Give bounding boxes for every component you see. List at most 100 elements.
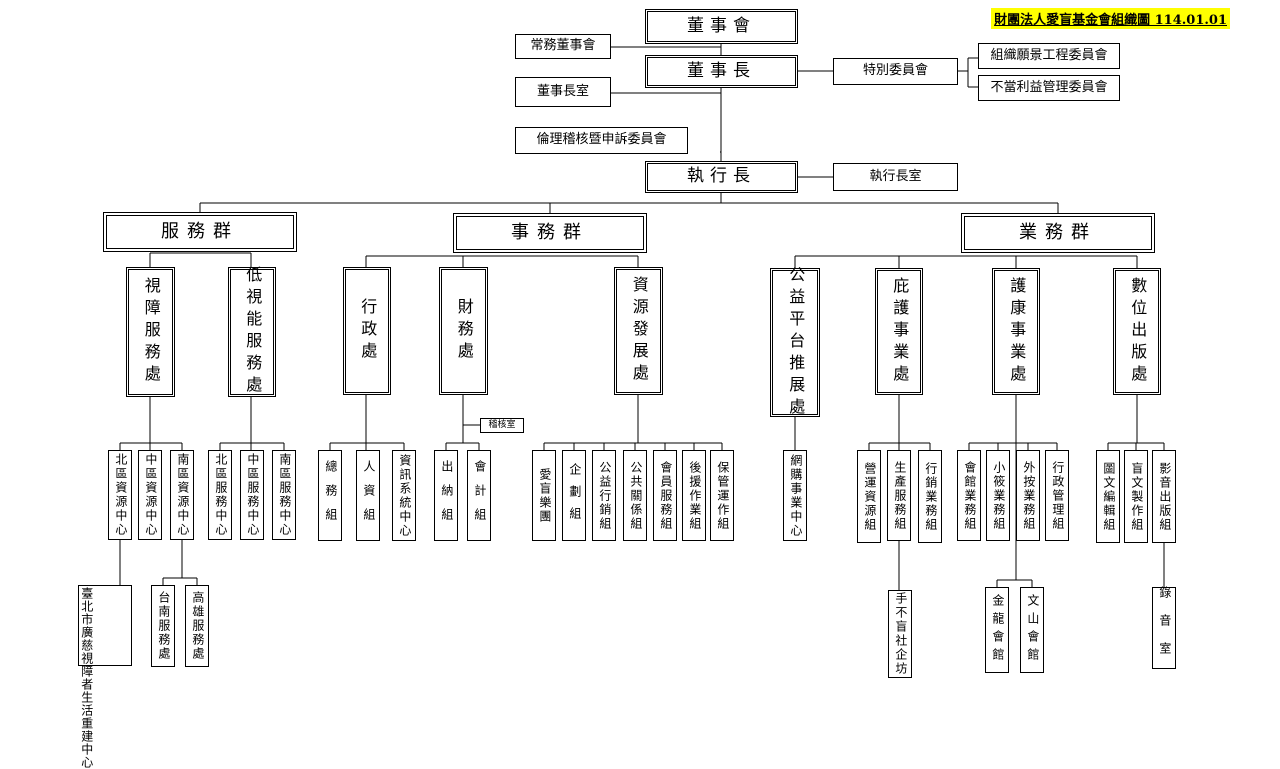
unit-jinlong-hall: 金龍會館 xyxy=(985,587,1009,673)
dept-admin: 行政處 xyxy=(343,267,391,395)
unit-charity-marketing: 公益行銷組 xyxy=(592,450,616,541)
unit-operation-resource: 營運資源組 xyxy=(857,450,881,543)
dept-visually-impaired: 視障服務處 xyxy=(126,267,175,397)
unit-online-shopping: 網購事業中心 xyxy=(783,450,807,541)
unit-label: 愛盲樂團 xyxy=(537,467,552,524)
unit-member-service: 會員服務組 xyxy=(653,450,677,541)
unit-kaohsiung-office: 高雄服務處 xyxy=(185,585,209,667)
dept-public-platform: 公益平台推展處 xyxy=(770,265,820,420)
special-committee-box: 特別委員會 xyxy=(833,58,958,85)
dept-label: 庇護事業處 xyxy=(890,276,910,387)
unit-label: 中區服務中心 xyxy=(245,453,260,537)
unit-cashier: 出納組 xyxy=(434,450,458,541)
affairs-group-box: 事務群 xyxy=(453,213,647,253)
dept-resource-development: 資源發展處 xyxy=(614,267,663,395)
unit-label: 外按業務組 xyxy=(1021,460,1036,531)
dept-label: 視障服務處 xyxy=(141,277,161,387)
unit-vi-north: 北區資源中心 xyxy=(108,450,132,540)
unit-label: 南區服務中心 xyxy=(277,453,292,537)
dept-finance: 財務處 xyxy=(439,267,488,395)
unit-label: 手不盲社企坊 xyxy=(893,592,908,676)
dept-label: 公益平台推展處 xyxy=(786,265,806,420)
unit-label: 影音出版組 xyxy=(1157,461,1172,532)
standing-board-box: 常務董事會 xyxy=(515,34,611,59)
unit-label: 文山會館 xyxy=(1025,594,1040,666)
unit-admin-management: 行政管理組 xyxy=(1045,450,1069,541)
unit-lv-south: 南區服務中心 xyxy=(272,450,296,540)
unit-planning: 企劃組 xyxy=(562,450,586,541)
unit-label: 會館業務組 xyxy=(962,460,977,531)
unit-accounting: 會計組 xyxy=(467,450,491,541)
unit-graphic-editing: 圖文編輯組 xyxy=(1096,450,1120,543)
unit-label: 金龍會館 xyxy=(990,594,1005,666)
unit-label: 出納組 xyxy=(439,459,454,532)
unit-label: 網購事業中心 xyxy=(788,453,803,538)
unit-label: 中區資源中心 xyxy=(143,453,158,537)
unit-lv-north: 北區服務中心 xyxy=(208,450,232,540)
unit-vi-central: 中區資源中心 xyxy=(138,450,162,540)
chairman-box: 董事長 xyxy=(645,55,798,88)
audit-office-box: 稽核室 xyxy=(480,418,524,433)
dept-sheltered-business: 庇護事業處 xyxy=(875,268,923,395)
unit-lv-central: 中區服務中心 xyxy=(240,450,264,540)
unit-vi-south: 南區資源中心 xyxy=(170,450,194,540)
unit-taipei-guangci-center: 臺北市廣慈視障者生活重建中心 xyxy=(78,585,132,769)
dept-label: 資源發展處 xyxy=(629,276,649,386)
board-box: 董事會 xyxy=(645,9,798,44)
unit-production-service: 生產服務組 xyxy=(887,450,911,541)
ceo-box: 執行長 xyxy=(645,161,798,193)
unit-hr: 人資組 xyxy=(356,450,380,541)
unit-label: 保管運作組 xyxy=(715,460,730,531)
dept-digital-publishing: 數位出版處 xyxy=(1113,268,1161,395)
dept-label: 行政處 xyxy=(358,298,378,364)
unit-label: 臺北市廣慈視障者生活重建中心 xyxy=(79,586,94,769)
unit-label: 錄音室 xyxy=(1157,586,1172,670)
dept-label: 數位出版處 xyxy=(1128,276,1148,387)
unit-sales: 行銷業務組 xyxy=(918,450,942,543)
unit-it-center: 資訊系統中心 xyxy=(392,450,416,541)
unit-label: 總務組 xyxy=(323,459,338,532)
unit-label: 行銷業務組 xyxy=(923,461,938,532)
unit-general-affairs: 總務組 xyxy=(318,450,342,541)
unit-label: 台南服務處 xyxy=(156,591,171,661)
unit-label: 會計組 xyxy=(472,459,487,532)
unit-label: 公益行銷組 xyxy=(597,460,612,531)
unit-label: 會員服務組 xyxy=(658,460,673,531)
unit-braille-production: 盲文製作組 xyxy=(1124,450,1148,543)
unit-label: 南區資源中心 xyxy=(175,453,190,537)
unit-label: 北區服務中心 xyxy=(213,453,228,537)
dept-label: 護康事業處 xyxy=(1007,276,1027,387)
unit-band: 愛盲樂團 xyxy=(532,450,556,541)
unit-xiaoxiao-business: 小筱業務組 xyxy=(986,450,1010,541)
unit-label: 營運資源組 xyxy=(862,461,877,532)
unit-label: 盲文製作組 xyxy=(1129,461,1144,532)
dept-low-vision: 低視能服務處 xyxy=(228,266,276,398)
unit-wenshan-hall: 文山會館 xyxy=(1020,587,1044,673)
service-group-box: 服務群 xyxy=(103,212,297,252)
unit-hall-business: 會館業務組 xyxy=(957,450,981,541)
unit-label: 小筱業務組 xyxy=(991,460,1006,531)
unit-external-massage: 外按業務組 xyxy=(1016,450,1040,541)
chart-title: 財團法人愛盲基金會組織圖 114.01.01 xyxy=(991,8,1230,29)
unit-label: 後援作業組 xyxy=(687,460,702,531)
unit-social-enterprise-cafe: 手不盲社企坊 xyxy=(888,590,912,678)
committee-conflict-box: 不當利益管理委員會 xyxy=(978,75,1120,101)
dept-label: 低視能服務處 xyxy=(243,266,263,398)
ethics-committee-box: 倫理稽核暨申訴委員會 xyxy=(515,127,688,154)
unit-label: 公共關係組 xyxy=(628,460,643,531)
unit-label: 人資組 xyxy=(361,459,376,532)
unit-label: 生產服務組 xyxy=(892,460,907,531)
committee-vision-box: 組織願景工程委員會 xyxy=(978,43,1120,69)
unit-label: 行政管理組 xyxy=(1050,460,1065,531)
unit-label: 企劃組 xyxy=(567,462,582,529)
org-chart-connectors xyxy=(119,43,1165,590)
unit-label: 北區資源中心 xyxy=(113,453,128,537)
unit-custody-operations: 保管運作組 xyxy=(710,450,734,541)
unit-label: 圖文編輯組 xyxy=(1101,461,1116,532)
unit-label: 資訊系統中心 xyxy=(397,453,412,538)
ceo-office-box: 執行長室 xyxy=(833,163,958,191)
unit-tainan-office: 台南服務處 xyxy=(151,585,175,667)
unit-av-publishing: 影音出版組 xyxy=(1152,450,1176,543)
dept-label: 財務處 xyxy=(454,298,474,364)
unit-label: 高雄服務處 xyxy=(190,591,205,661)
